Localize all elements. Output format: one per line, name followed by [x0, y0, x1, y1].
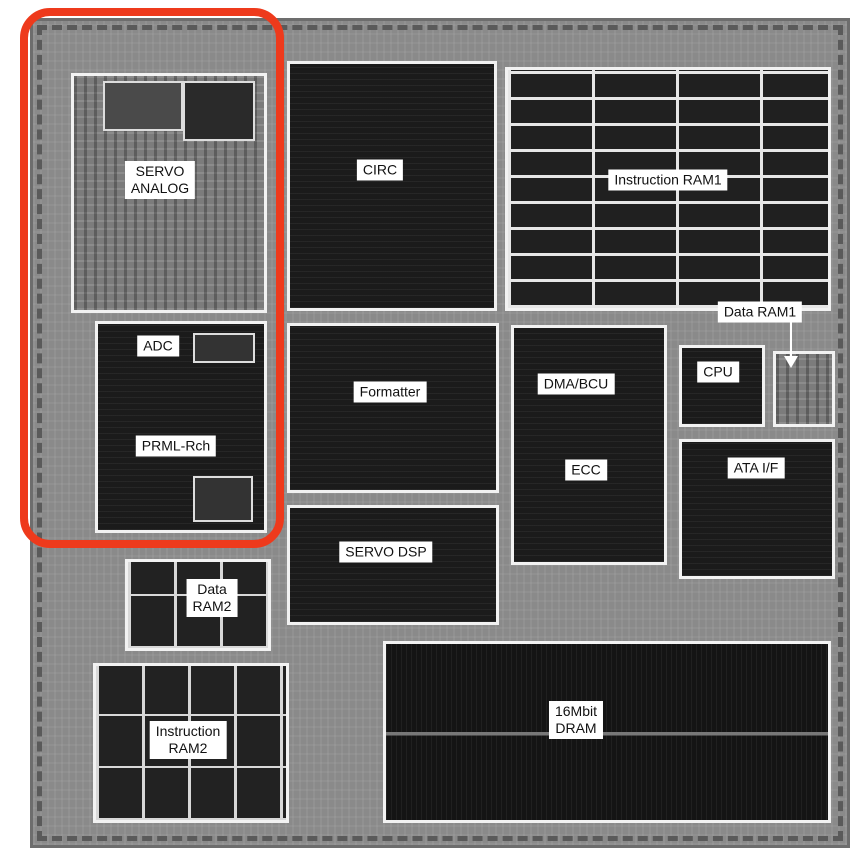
label-servo-dsp: SERVO DSP [339, 541, 433, 563]
block-formatter [287, 323, 499, 493]
label-instruction-ram1: Instruction RAM1 [608, 169, 728, 191]
label-ecc: ECC [565, 459, 607, 481]
adc-detail [193, 333, 255, 363]
block-circ [287, 61, 497, 311]
label-data-ram1: Data RAM1 [717, 301, 803, 323]
label-adc: ADC [137, 335, 179, 357]
label-instruction-ram2: Instruction RAM2 [149, 721, 227, 759]
prml-detail [193, 476, 253, 522]
label-16mbit-dram: 16Mbit DRAM [548, 701, 604, 739]
servo-analog-detail [103, 81, 183, 131]
label-data-ram2: Data RAM2 [186, 579, 238, 617]
label-ata-if: ATA I/F [727, 457, 785, 479]
highlight-analog-frontend [20, 8, 284, 548]
data-ram1-arrow-head [784, 356, 798, 368]
data-ram1-arrow [790, 322, 792, 360]
label-servo-analog: SERVO ANALOG [124, 161, 196, 199]
block-servo-dsp [287, 505, 499, 625]
label-dma-bcu: DMA/BCU [537, 373, 615, 395]
block-dma-ecc [511, 325, 667, 565]
chip-die [30, 18, 850, 848]
servo-analog-detail [183, 81, 255, 141]
block-cpu [679, 345, 765, 427]
label-cpu: CPU [697, 361, 739, 383]
block-data-ram1 [773, 351, 835, 427]
label-circ: CIRC [356, 159, 404, 181]
label-prml-rch: PRML-Rch [135, 435, 217, 457]
block-16mbit-dram [383, 641, 831, 823]
label-formatter: Formatter [353, 381, 427, 403]
